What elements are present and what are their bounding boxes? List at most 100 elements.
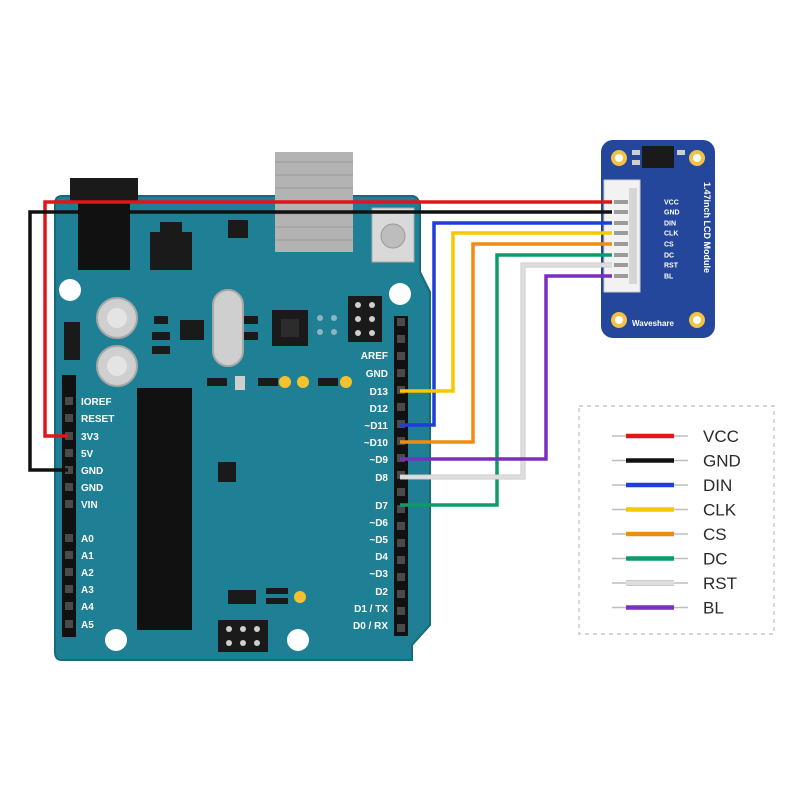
right-pin-label: D13	[370, 387, 389, 398]
legend-label: BL	[703, 599, 724, 618]
led	[294, 591, 306, 603]
header-pin	[397, 352, 405, 360]
bottom-icsp-header	[218, 620, 268, 652]
left-pin-label: 3V3	[81, 432, 99, 443]
legend-item-din: DIN	[612, 476, 732, 495]
right-pin-label: D7	[375, 501, 388, 512]
header-pin	[397, 607, 405, 615]
header-pin	[65, 432, 73, 440]
reset-button	[371, 207, 415, 263]
wire-cs	[400, 242, 612, 444]
left-pin-label: IOREF	[81, 397, 112, 408]
left-pin-label: A0	[81, 534, 94, 545]
header-pin	[397, 369, 405, 377]
legend-item-rst: RST	[612, 574, 737, 593]
led	[340, 376, 352, 388]
header-pin	[397, 318, 405, 326]
legend-item-clk: CLK	[612, 501, 737, 520]
right-pin-label: D12	[370, 404, 389, 415]
right-pin-label: ~D10	[364, 438, 389, 449]
wire-din	[400, 221, 612, 427]
module-pin-label: GND	[664, 210, 680, 217]
legend: VCC GND DIN CLK CS DC RST BL	[578, 405, 775, 635]
header-pin	[65, 414, 73, 422]
wire-vcc	[43, 200, 612, 438]
mount-hole	[59, 279, 81, 301]
module-pin-label: DC	[664, 253, 674, 260]
legend-label: CS	[703, 525, 727, 544]
right-pin-label: D1 / TX	[354, 604, 388, 615]
header-pin	[65, 585, 73, 593]
right-pin-labels: AREFGNDD13D12~D11~D10~D9D8D7~D6~D5D4~D3D…	[353, 351, 388, 632]
right-pin-label: ~D5	[369, 535, 388, 546]
right-pin-header-pins	[397, 318, 405, 632]
right-pin-label: ~D3	[369, 569, 388, 580]
connector-pin	[614, 263, 628, 267]
mount-hole	[105, 629, 127, 651]
right-pin-label: ~D9	[369, 455, 388, 466]
dc-power-jack	[70, 178, 138, 270]
right-pin-label: D8	[375, 473, 388, 484]
left-pin-label: A1	[81, 551, 94, 562]
legend-label: CLK	[703, 501, 737, 520]
left-pin-label: GND	[81, 483, 103, 494]
left-pin-label: A5	[81, 620, 94, 631]
microcontroller-chip	[137, 388, 192, 630]
legend-label: VCC	[703, 427, 739, 446]
module-pin-label: VCC	[664, 200, 679, 207]
connector-pin	[614, 274, 628, 278]
legend-item-vcc: VCC	[612, 427, 739, 446]
header-pin	[65, 568, 73, 576]
header-pin	[65, 602, 73, 610]
header-pin	[397, 403, 405, 411]
module-title: 1.47inch LCD Module	[702, 182, 712, 273]
connector-pin	[614, 231, 628, 235]
header-pin	[65, 466, 73, 474]
header-pin	[397, 539, 405, 547]
left-pin-label: VIN	[81, 500, 98, 511]
module-pin-label: CLK	[664, 231, 678, 238]
header-pin	[65, 551, 73, 559]
header-pin	[397, 573, 405, 581]
module-brand: Waveshare	[632, 319, 675, 328]
wire-gnd	[28, 210, 612, 472]
left-pin-label: A4	[81, 602, 94, 613]
left-pin-label: RESET	[81, 414, 114, 425]
header-pin	[397, 522, 405, 530]
wire-bl	[400, 274, 612, 461]
right-pin-label: ~D11	[364, 421, 388, 432]
legend-label: DIN	[703, 476, 732, 495]
legend-item-cs: CS	[612, 525, 727, 544]
mount-hole	[389, 283, 411, 305]
header-pin	[397, 590, 405, 598]
icsp-header	[348, 296, 382, 342]
voltage-regulator	[150, 232, 192, 270]
wire-rst	[400, 263, 612, 479]
header-pin	[65, 534, 73, 542]
connector-pin	[614, 242, 628, 246]
connector-pin	[614, 221, 628, 225]
connector-pin	[614, 253, 628, 257]
right-pin-label: D0 / RX	[353, 621, 388, 632]
header-pin	[65, 620, 73, 628]
legend-label: GND	[703, 452, 741, 471]
connector-pin	[614, 210, 628, 214]
left-pin-label: A2	[81, 568, 94, 579]
right-pin-label: AREF	[361, 351, 388, 362]
small-chip-top	[228, 220, 248, 238]
legend-label: RST	[703, 574, 737, 593]
module-pin-label: DIN	[664, 221, 676, 228]
header-pin	[397, 488, 405, 496]
connector-pin	[614, 200, 628, 204]
left-pin-label: A3	[81, 585, 94, 596]
right-pin-label: D4	[375, 552, 388, 563]
header-pin	[65, 500, 73, 508]
led	[297, 376, 309, 388]
legend-item-dc: DC	[612, 550, 728, 569]
led	[279, 376, 291, 388]
